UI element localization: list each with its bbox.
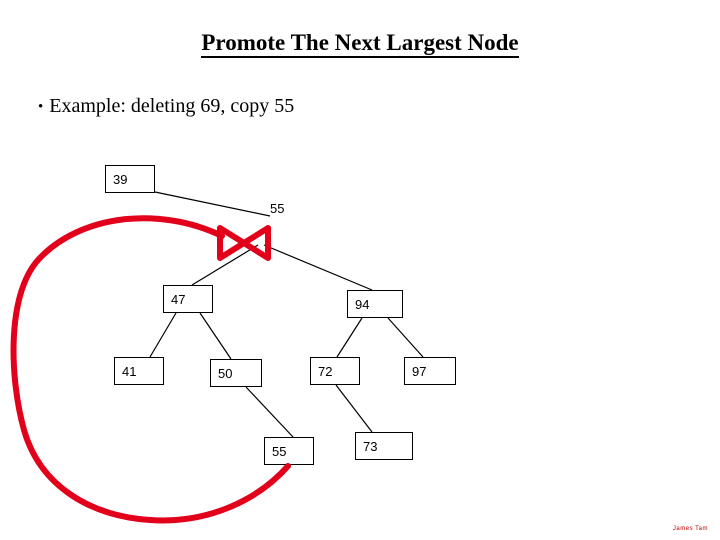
- tree-node-55-leaf[interactable]: 55: [264, 437, 314, 465]
- page-title-text: Promote The Next Largest Node: [201, 30, 519, 58]
- tree-node-73[interactable]: 73: [355, 432, 413, 460]
- tree-node-97[interactable]: 97: [404, 357, 456, 385]
- edge-72-73: [335, 384, 373, 433]
- edge-47-50: [199, 312, 232, 360]
- tree-node-94[interactable]: 94: [347, 290, 403, 318]
- tree-node-41-label: 41: [122, 363, 137, 379]
- tree-node-55-root-label: 55: [270, 201, 285, 216]
- tree-node-47-label: 47: [171, 291, 186, 307]
- edge-50-55leaf: [245, 386, 294, 438]
- tree-node-47[interactable]: 47: [163, 285, 213, 313]
- edge-94-97: [387, 317, 424, 358]
- tree-node-72-label: 72: [318, 363, 333, 379]
- bullet-text: Example: deleting 69, copy 55: [49, 95, 295, 117]
- tree-node-39[interactable]: 39: [105, 165, 155, 193]
- edge-94-72: [336, 317, 363, 358]
- edge-47-41: [149, 312, 177, 358]
- tree-node-72[interactable]: 72: [310, 357, 360, 385]
- tree-node-41[interactable]: 41: [114, 357, 164, 385]
- bullet-line: • Example: deleting 69, copy 55: [38, 95, 294, 118]
- tree-node-97-label: 97: [412, 363, 427, 379]
- tree-node-73-label: 73: [363, 438, 378, 454]
- tree-node-50[interactable]: 50: [210, 359, 262, 387]
- bullet-marker: •: [38, 98, 44, 115]
- tree-node-94-label: 94: [355, 296, 370, 312]
- author-credit: James Tam: [672, 526, 708, 532]
- edge-55-47: [191, 244, 259, 286]
- edge-39-55: [154, 191, 271, 217]
- tree-node-55-root[interactable]: 55: [270, 201, 284, 216]
- tree-node-39-label: 39: [113, 171, 128, 187]
- edge-55-94: [263, 244, 373, 291]
- tree-node-55-leaf-label: 55: [272, 443, 287, 459]
- page-title: Promote The Next Largest Node: [0, 30, 720, 58]
- move-arc-icon: [10, 215, 291, 524]
- tree-node-50-label: 50: [218, 365, 233, 381]
- cross-out-mark-icon: [217, 225, 271, 261]
